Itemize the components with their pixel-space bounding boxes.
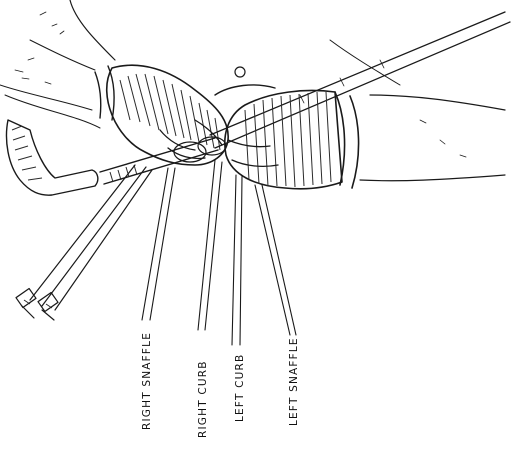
reins xyxy=(16,160,296,345)
label-right-snaffle: RIGHT SNAFFLE xyxy=(141,332,153,430)
label-left-curb: LEFT CURB xyxy=(234,354,246,422)
left-glove xyxy=(215,67,342,189)
riding-crop xyxy=(100,12,510,184)
label-left-snaffle: LEFT SNAFFLE xyxy=(288,337,300,426)
label-right-curb: RIGHT CURB xyxy=(197,360,209,438)
right-sleeve xyxy=(0,0,115,128)
right-glove xyxy=(107,65,228,165)
boot xyxy=(7,120,98,195)
